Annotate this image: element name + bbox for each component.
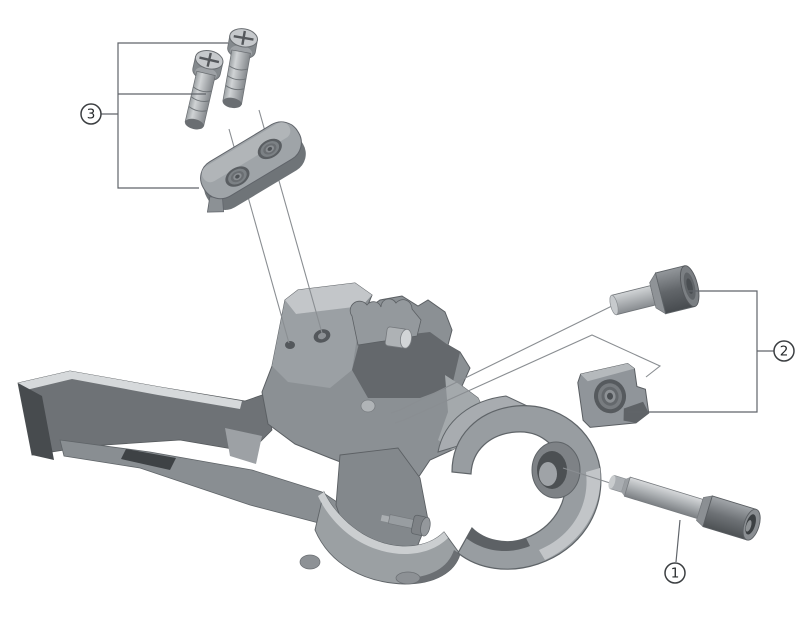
cage-screw: [380, 514, 431, 537]
callout-1-line: [675, 519, 681, 563]
backup-plate-hole-left: [225, 166, 250, 187]
cage-arm-slot: [121, 449, 176, 470]
cage-foot: [299, 554, 321, 570]
cable-fixing-plate: [577, 362, 650, 428]
mount-bracket-top-facet: [285, 283, 372, 314]
mount-hole-left: [285, 341, 295, 349]
callout-1-label: 1: [671, 566, 680, 582]
clamp-stirrup: [437, 395, 602, 570]
callout-3-label: 3: [87, 107, 96, 123]
clamp-barrel: [531, 441, 581, 499]
callout-3: 3: [80, 42, 228, 189]
cable-fixing-plate-hole: [593, 379, 627, 414]
cage-arm-top-highlight: [18, 371, 242, 409]
cage-foot-2: [395, 571, 421, 585]
cage-link-plate: [225, 428, 262, 464]
callout-2-circle: [773, 340, 795, 362]
callout-1: 1: [664, 519, 686, 584]
fixing-screw-left: [184, 49, 224, 130]
screw-cross-slot: [233, 30, 254, 45]
callout-1-circle: [664, 562, 686, 584]
leader-cable-bolt: [390, 303, 617, 414]
clamp-bolt: [608, 474, 761, 541]
mount-hole-right: [313, 329, 331, 343]
leader-cable-plate: [394, 334, 662, 424]
clamp-band-highlight: [539, 468, 601, 560]
callout-2-bracket: [628, 290, 774, 413]
callout-3-circle: [80, 103, 102, 125]
leader-clamp-bolt: [562, 467, 611, 484]
cage-bottom: [314, 490, 461, 585]
backup-plate-hole-right: [257, 138, 282, 160]
mount-bracket-face: [272, 300, 360, 388]
callout-3-bracket: [101, 42, 228, 189]
fixing-screw-right: [222, 28, 258, 109]
body-dark-facet: [352, 332, 460, 398]
callout-2-label: 2: [780, 344, 789, 360]
cage-arm-lower-bar: [59, 439, 353, 529]
cage-bottom-highlight: [318, 492, 448, 555]
cage-arm-tip-facet: [18, 383, 54, 460]
callout-2: 2: [628, 290, 795, 413]
cable-fixing-bolt: [609, 265, 700, 316]
clamp-band-shadow: [466, 528, 530, 552]
screw-cross-slot: [199, 52, 220, 67]
derailleur-body: [17, 282, 487, 585]
pivot-pin: [384, 326, 412, 349]
link-pin-head: [360, 399, 376, 413]
backup-plate: [200, 121, 306, 213]
